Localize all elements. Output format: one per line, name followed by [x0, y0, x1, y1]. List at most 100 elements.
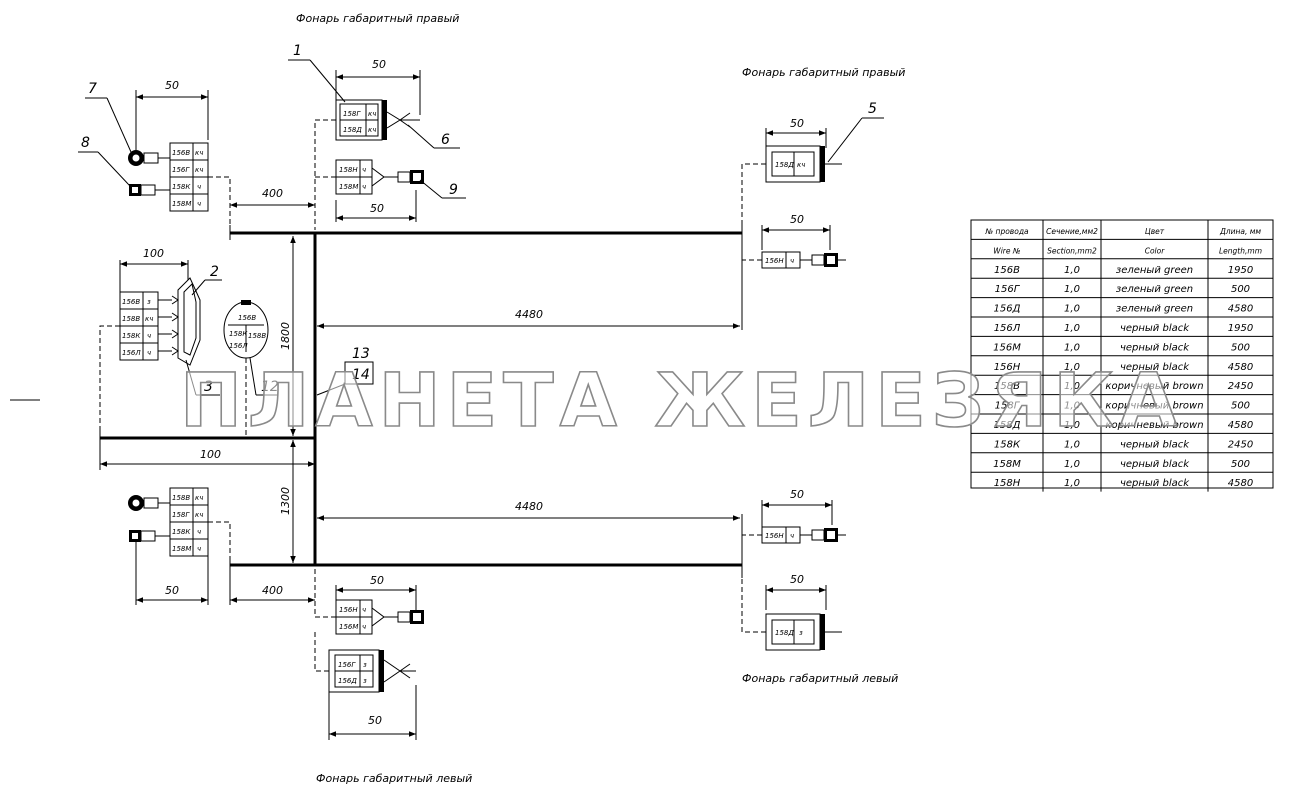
- callout-12: 12: [261, 379, 279, 395]
- wire-label: 158М: [172, 200, 191, 208]
- table-cell: 1,0: [1064, 381, 1080, 392]
- table-cell: 1,0: [1064, 420, 1080, 431]
- table-header: Section,mm2: [1047, 246, 1097, 255]
- table-cell: 156В: [994, 265, 1020, 276]
- table-cell: 4580: [1228, 478, 1253, 489]
- callout-13: 13: [352, 346, 370, 362]
- connector-round: 156В 158К 156Л 158В: [223, 300, 269, 438]
- table-cell: 1,0: [1064, 342, 1080, 353]
- connector-top-mid-2: 158Н ч 158М ч: [315, 159, 424, 195]
- connector-top-left: 156В кч 156Г кч 158К ч 158М ч: [128, 142, 231, 230]
- wire-color: з: [363, 677, 367, 685]
- wire-label: 156Н: [765, 257, 784, 265]
- table-cell: 2450: [1228, 381, 1253, 392]
- connector-right-2: 156Н ч: [742, 251, 846, 269]
- table-cell: 1,0: [1064, 304, 1080, 315]
- callout-6: 6: [441, 132, 450, 148]
- table-header: Сечение,мм2: [1046, 227, 1098, 236]
- dim-50-top-mid: 50: [372, 58, 386, 71]
- multi-plug-body: [177, 277, 201, 366]
- dim-50-mid-left: 50: [370, 202, 384, 215]
- title-left-lamp-bottom: Фонарь габаритный левый: [316, 772, 472, 785]
- table-cell: 158М: [993, 459, 1021, 470]
- table-header: Color: [1145, 246, 1165, 255]
- wire-color: ч: [197, 200, 201, 208]
- wire-color: ч: [362, 166, 366, 174]
- wire-color: з: [147, 298, 151, 306]
- table-cell: 1,0: [1064, 459, 1080, 470]
- wire-label: 156Г: [338, 661, 356, 669]
- dim-50-right-4: 50: [790, 573, 804, 586]
- wire-color: кч: [368, 126, 376, 134]
- table-cell: черный black: [1120, 439, 1190, 450]
- callout-8: 8: [81, 135, 90, 151]
- table-cell: черный black: [1120, 478, 1190, 489]
- table-cell: коричневый brown: [1105, 381, 1203, 392]
- wire-color: ч: [362, 183, 366, 191]
- table-cell: зеленый green: [1116, 265, 1193, 276]
- table-cell: 1,0: [1064, 362, 1080, 373]
- table-cell: 1,0: [1064, 265, 1080, 276]
- wire-color: кч: [195, 494, 203, 502]
- wire-color: ч: [197, 183, 201, 191]
- wire-label: 158К: [229, 330, 248, 338]
- connector-bottom-mid-1: 156Н ч 156М ч: [314, 568, 424, 635]
- main-harness: [10, 220, 743, 605]
- connector-right-3: 156Н ч: [742, 526, 846, 544]
- wire-label: 158В: [248, 332, 266, 340]
- title-right-lamp-right: Фонарь габаритный правый: [742, 66, 905, 79]
- table-cell: 1,0: [1064, 323, 1080, 334]
- connector-bottom-left: 158В кч 158Г кч 158К ч 158М ч: [128, 487, 231, 562]
- callout-7: 7: [88, 81, 97, 97]
- callout-9: 9: [449, 182, 458, 198]
- table-cell: 156Л: [994, 323, 1021, 334]
- wire-color: ч: [197, 528, 201, 536]
- table-cell: 500: [1231, 401, 1250, 412]
- position-callouts: 1 2 3 5 6 7 8 9 12 13 14: [78, 43, 884, 396]
- wire-label: 156В: [122, 298, 140, 306]
- table-header: Цвет: [1145, 227, 1165, 236]
- wire-color: кч: [195, 511, 203, 519]
- dim-50-bottom-last: 50: [368, 714, 382, 727]
- wire-color: ч: [362, 623, 366, 631]
- callout-5: 5: [868, 101, 877, 117]
- dim-100-connector: 100: [143, 247, 164, 260]
- wire-color: ч: [197, 545, 201, 553]
- table-cell: 500: [1231, 342, 1250, 353]
- callout-1: 1: [293, 43, 302, 59]
- wire-label: 158Д: [775, 629, 794, 637]
- table-cell: 2450: [1228, 439, 1253, 450]
- wire-label: 156Д: [338, 677, 357, 685]
- table-cell: 158Г: [995, 401, 1021, 412]
- table-cell: черный black: [1120, 323, 1190, 334]
- wire-label: 156М: [339, 623, 358, 631]
- wire-label: 158Н: [339, 166, 358, 174]
- table-cell: 500: [1231, 459, 1250, 470]
- callout-14: 14: [352, 367, 370, 383]
- table-cell: черный black: [1120, 362, 1190, 373]
- wire-color: ч: [147, 349, 151, 357]
- table-cell: 1950: [1228, 265, 1253, 276]
- dim-50-bottom-mid: 50: [370, 574, 384, 587]
- dim-4480-bottom: 4480: [515, 500, 543, 513]
- wire-color: ч: [790, 257, 794, 265]
- table-cell: 1,0: [1064, 284, 1080, 295]
- dim-50-top-left: 50: [165, 79, 179, 92]
- wire-label: 158Д: [775, 161, 794, 169]
- wire-color: кч: [195, 166, 203, 174]
- wire-label: 158М: [172, 545, 191, 553]
- table-cell: 158Н: [994, 478, 1021, 489]
- dim-4480-top: 4480: [515, 308, 543, 321]
- title-left-lamp-right: Фонарь габаритный левый: [742, 672, 898, 685]
- wire-label: 158К: [122, 332, 141, 340]
- table-cell: коричневый brown: [1105, 420, 1203, 431]
- callout-2: 2: [210, 264, 219, 280]
- wire-color: кч: [797, 161, 805, 169]
- wire-label: 158В: [172, 494, 190, 502]
- table-cell: 4580: [1228, 362, 1253, 373]
- dim-400-top: 400: [262, 187, 283, 200]
- table-cell: 158К: [994, 439, 1021, 450]
- table-cell: 1,0: [1064, 439, 1080, 450]
- wire-label: 158Д: [343, 126, 362, 134]
